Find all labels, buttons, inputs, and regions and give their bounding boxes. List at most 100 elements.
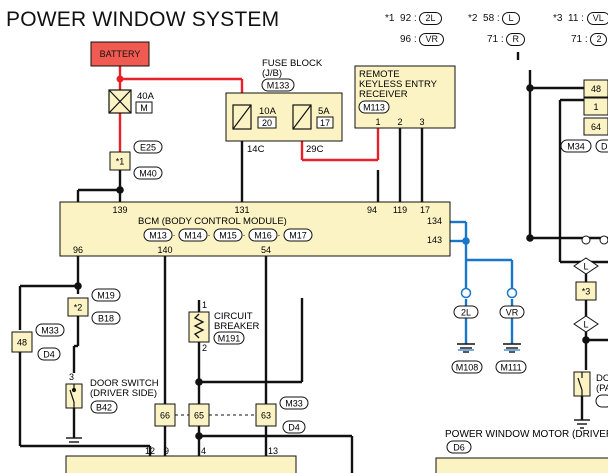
battery-box (90, 41, 150, 67)
jc-box-66 (154, 403, 176, 427)
jc48-left-top: M33 (41, 326, 59, 336)
door-switch-symbol (69, 384, 77, 408)
red-junction-1 (116, 75, 124, 83)
bcm-connector-dot-1: · (173, 230, 176, 240)
jc-box-65-num: 65 (194, 411, 204, 421)
circuit-breaker-box (188, 311, 210, 343)
right-pin-64: 64 (591, 122, 601, 132)
bcm-pin-143: 143 (427, 235, 442, 245)
pwm-connector-pill (446, 440, 472, 454)
fuse-1-symbol (232, 104, 252, 130)
remote-receiver-connector: M113 (363, 103, 385, 113)
jc-code-bottom: D4 (288, 423, 300, 433)
right-diamond-1 (573, 257, 599, 275)
joint-1-mark: *1 (116, 157, 125, 167)
bcm-connector-dot-4: · (278, 230, 281, 240)
remote-receiver-pin-2: 2 (397, 117, 402, 127)
joint-1-top-pill (133, 140, 163, 154)
pwm-connector: D6 (453, 443, 465, 453)
fuse-block-connector: M133 (267, 81, 290, 91)
fuse-block-connector-pill (261, 78, 295, 92)
ground-label-2: VR (506, 308, 519, 318)
circuit-breaker-pin-1: 1 (202, 300, 207, 310)
bottom-pin-13: 13 (268, 446, 278, 456)
blue-open-node-2 (506, 287, 518, 299)
right-pin-1: 1 (593, 102, 598, 112)
black-wires (18, 52, 608, 473)
legend-item-3: *2 58 : L (468, 12, 520, 25)
right-connector-pill (560, 139, 592, 153)
door-switch-connector: B42 (96, 403, 112, 413)
right-partial-code-pill (595, 139, 608, 153)
right-partial-label-2: (PA (596, 383, 608, 394)
joint-2-bottom: B18 (98, 314, 114, 324)
legend-item-2: 96 : VR (400, 33, 444, 46)
bcm-pin-94: 94 (367, 205, 377, 215)
bcm-pin-96: 96 (73, 245, 83, 255)
right-pin-1-box (583, 97, 608, 116)
right-open-node-1 (581, 235, 591, 245)
fusible-link-amps: 40A (137, 91, 155, 102)
jc48-left-bottom: D4 (43, 350, 55, 360)
remote-receiver-connector-pill (358, 100, 390, 114)
joint-1-top: E25 (140, 143, 156, 153)
remote-receiver-pin-3: 3 (419, 117, 424, 127)
remote-receiver-line1: REMOTE (359, 69, 400, 80)
right-switch-symbol (577, 372, 583, 396)
fuse-1-num-box (257, 116, 277, 129)
jc-code-bottom-pill (282, 420, 306, 434)
pwm-label: POWER WINDOW MOTOR (DRIVER (445, 429, 608, 440)
bcm-connectors (143, 228, 313, 242)
bottom-pin-12: 12 (145, 446, 155, 456)
ground-label-1-pill (453, 305, 479, 319)
door-switch-line1: DOOR SWITCH (90, 378, 159, 389)
door-switch-pin: 3 (69, 372, 74, 382)
right-partial-pill (595, 394, 608, 408)
ground-label-1: 2L (461, 308, 471, 318)
fusible-link-code-box (135, 101, 153, 114)
bcm-pin-140: 140 (157, 245, 172, 255)
page-title: POWER WINDOW SYSTEM (6, 8, 280, 31)
circuit-breaker-connector-pill (213, 331, 245, 345)
right-partial-label-1: DO (596, 373, 608, 384)
right-pin-48: 48 (591, 84, 601, 94)
legend-item-6: 71 : 2 (571, 33, 608, 46)
circuit-breaker-line1: CIRCUIT (214, 311, 253, 322)
fuse-block-subtitle: (J/B) (262, 68, 282, 79)
ground-label-2-pill (499, 305, 525, 319)
joint-1-bottom: M40 (139, 169, 157, 179)
lower-module-box (65, 455, 297, 473)
bcm-label: BCM (BODY CONTROL MODULE) (138, 216, 287, 227)
ground-connector-2: M111 (500, 363, 521, 373)
fuse-block-term-1: 14C (247, 144, 265, 155)
jc48-left-box (11, 331, 33, 353)
ground-connector-1-pill (451, 360, 483, 374)
fuse-block-term-2: 29C (306, 144, 324, 155)
bcm-pin-17: 17 (420, 205, 430, 215)
jc-box-66-num: 66 (160, 411, 170, 421)
jc48-left-num: 48 (17, 338, 27, 348)
joint-2-top: M19 (97, 291, 115, 301)
legend-item-4: 71 : R (487, 33, 525, 46)
right-connector: M34 (567, 142, 585, 152)
fusible-link-symbol (108, 89, 132, 114)
door-switch-connector-pill (90, 400, 118, 414)
right-joint-mark: *3 (582, 287, 591, 297)
legend-item-1: *1 92 : 2L (385, 12, 442, 25)
bottom-pin-4: 4 (201, 446, 206, 456)
bottom-pin-9: 9 (164, 446, 169, 456)
jc-code-top-pill (279, 396, 309, 410)
ground-connector-1: M108 (456, 363, 479, 373)
right-partial-code: D (601, 142, 608, 152)
bcm-pin-134: 134 (427, 216, 442, 226)
joint-1-box (109, 151, 131, 171)
bcm-pin-139: 139 (112, 205, 127, 215)
blue-open-node-1 (460, 287, 472, 299)
bcm-connector-dot-3: · (243, 230, 246, 240)
jc-box-63-num: 63 (261, 411, 271, 421)
jc-box-65 (188, 403, 210, 427)
fusible-link-code: M (140, 103, 148, 113)
jc48-left-top-pill (35, 323, 65, 337)
bcm-connector-2: M14 (184, 231, 202, 241)
blue-wires (450, 220, 514, 344)
